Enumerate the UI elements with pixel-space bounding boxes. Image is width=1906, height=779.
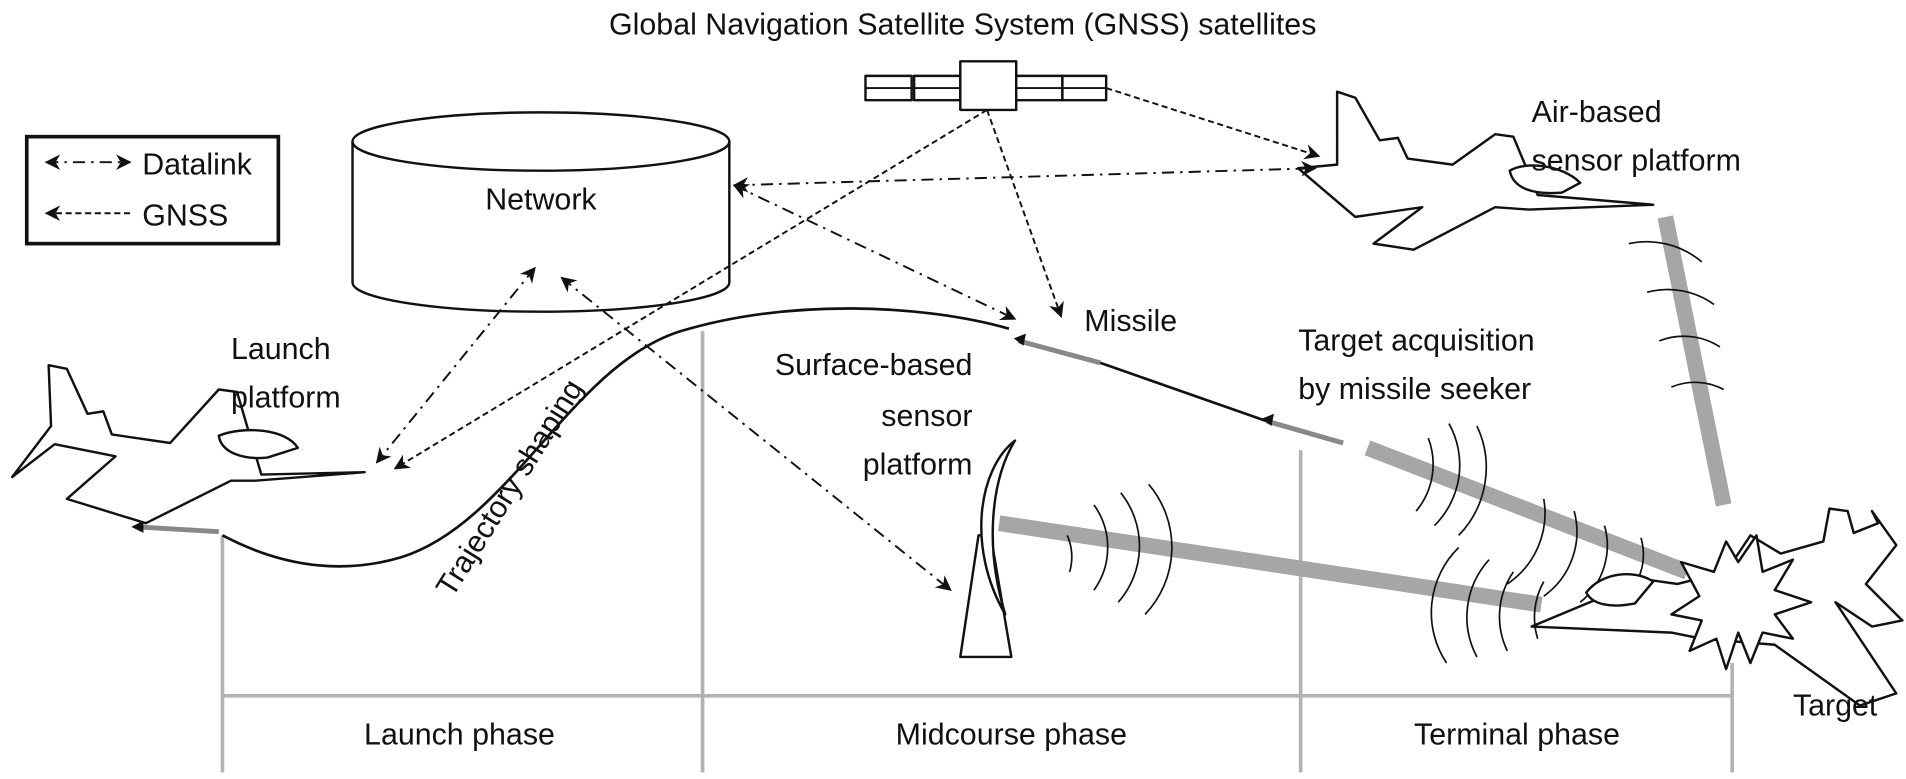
air-sensor-label-2: sensor platform <box>1532 144 1741 178</box>
radar-dish-icon <box>959 439 1017 659</box>
missile-label: Missile <box>1084 304 1177 338</box>
gnss-to-air <box>1105 87 1321 160</box>
legend-datalink-label: Datalink <box>142 147 253 181</box>
datalink-network-missile <box>732 184 1017 321</box>
surface-sensor-label-1: Surface-based <box>775 348 973 382</box>
datalink-network-air <box>732 160 1317 193</box>
seeker-beam <box>1364 440 1691 580</box>
air-sensor-jet <box>1297 90 1655 251</box>
launch-platform-jet <box>10 363 366 525</box>
legend-gnss-label: GNSS <box>142 198 228 232</box>
missile-trajectory-mid <box>1099 361 1268 423</box>
air-sensor-jet-canopy <box>1508 164 1582 195</box>
target-label: Target <box>1793 688 1878 722</box>
missile-icon <box>1261 413 1344 446</box>
air-sensor-beam <box>1657 215 1732 507</box>
datalink-network-surface <box>560 276 952 592</box>
explosion-icon <box>1670 534 1813 671</box>
datalink-network-launch <box>375 266 536 464</box>
network-label: Network <box>485 183 597 217</box>
network-node: Network <box>351 111 731 313</box>
phase-terminal: Terminal phase <box>1414 717 1620 751</box>
legend: Datalink GNSS <box>24 134 281 246</box>
air-sensor-label-1: Air-based <box>1532 95 1662 129</box>
radar-waves <box>1066 240 1725 664</box>
gnss-to-launch <box>393 109 988 470</box>
phase-midcourse: Midcourse phase <box>896 717 1127 751</box>
missile-icon <box>1013 333 1101 366</box>
launch-label-1: Launch <box>231 332 331 366</box>
launch-label-2: platform <box>231 381 341 415</box>
missile-icon <box>131 520 219 535</box>
trajectory-label: Trajectory shaping <box>429 373 590 602</box>
surface-sensor-label-3: platform <box>863 448 973 482</box>
seeker-label-2: by missile seeker <box>1298 372 1531 406</box>
datalink-lines <box>375 160 1317 592</box>
gnss-to-missile <box>986 109 1064 319</box>
seeker-label-1: Target acquisition <box>1298 324 1534 358</box>
gnss-lines <box>393 87 1321 470</box>
surface-radar-beam <box>998 515 1543 613</box>
launch-jet-canopy <box>217 428 300 460</box>
phase-launch: Launch phase <box>364 717 555 751</box>
satellite-icon <box>864 60 1108 112</box>
surface-sensor-label-2: sensor <box>881 399 972 433</box>
target-jet-canopy <box>1585 573 1655 607</box>
diagram-title: Global Navigation Satellite System (GNSS… <box>609 8 1316 42</box>
